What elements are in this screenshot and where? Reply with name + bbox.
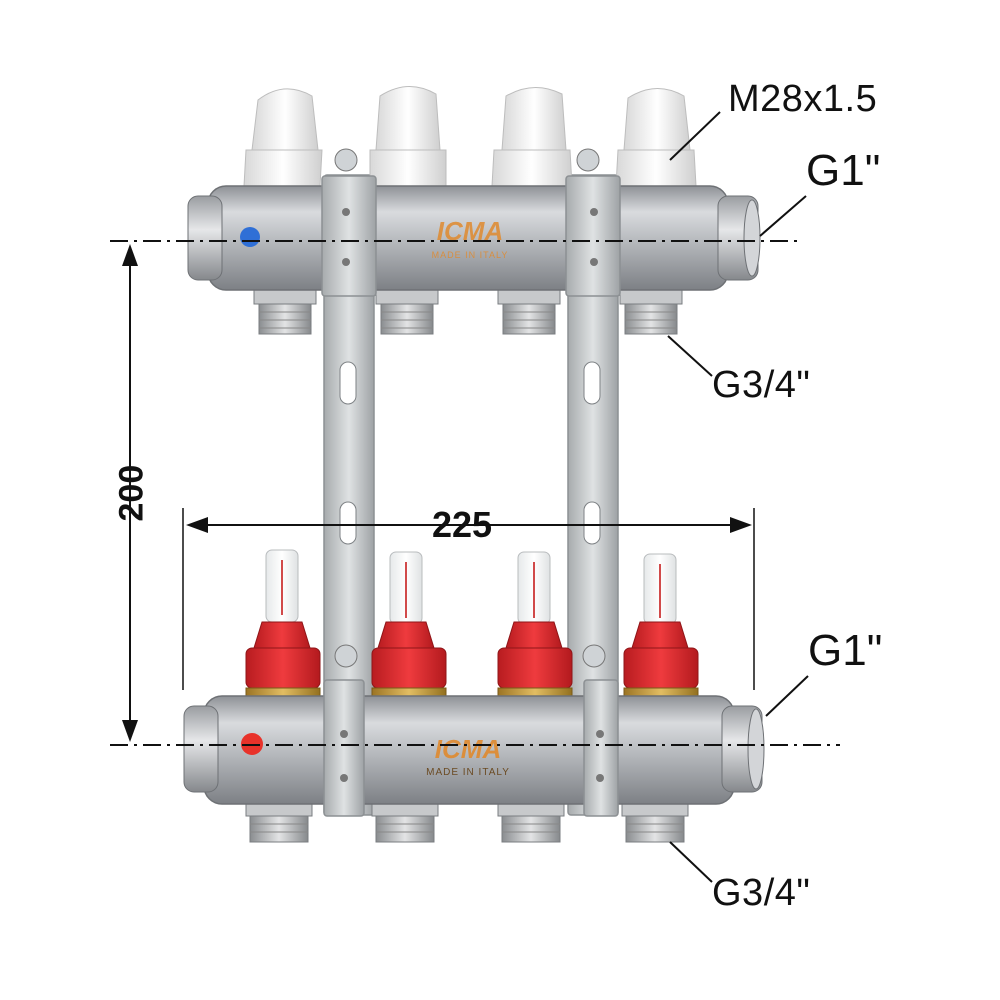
screw-icon <box>334 148 600 172</box>
bottom-manifold: ICMA MADE IN ITALY <box>183 549 765 843</box>
width-dimension-label: 225 <box>432 504 493 545</box>
svg-text:ICMA: ICMA <box>435 734 501 764</box>
svg-text:MADE IN ITALY: MADE IN ITALY <box>426 767 510 778</box>
bracket-right <box>567 174 619 816</box>
top-inlet-label: G1" <box>806 146 881 195</box>
bracket-clamp-bottom <box>323 644 619 817</box>
blue-dot <box>240 227 260 247</box>
leader-bottom-outlet <box>669 841 713 883</box>
leader-top-inlet <box>759 195 807 237</box>
bottom-outlet-label: G3/4" <box>712 872 811 914</box>
cap-thread-label: M28x1.5 <box>728 78 878 120</box>
top-outlet-4 <box>619 287 683 335</box>
screw-icon <box>334 644 606 668</box>
height-dimension-label: 200 <box>112 464 151 522</box>
valve-cap-icon <box>369 86 447 187</box>
top-outlet-1 <box>253 287 317 335</box>
valve-cap-icon <box>491 87 573 187</box>
flowmeter-icon <box>371 551 447 699</box>
valve-cap-icon <box>615 88 697 187</box>
bottom-outlet-3 <box>497 799 565 843</box>
top-manifold: ICMA MADE IN ITALY <box>187 86 761 335</box>
flowmeter-icon <box>623 553 699 699</box>
bottom-outlet-2 <box>371 799 439 843</box>
height-dimension <box>122 244 138 742</box>
svg-text:MADE IN ITALY: MADE IN ITALY <box>432 250 509 260</box>
flowmeter-icon <box>245 549 321 699</box>
width-dimension <box>182 508 755 690</box>
bracket-clamp-top <box>321 148 621 297</box>
bottom-inlet-label: G1" <box>808 626 883 675</box>
leader-top-outlet <box>667 335 713 377</box>
leader-cap-thread <box>669 111 721 161</box>
top-outlet-3 <box>497 287 561 335</box>
logo: ICMA MADE IN ITALY <box>426 734 510 778</box>
bottom-outlet-1 <box>245 799 313 843</box>
bottom-outlet-4 <box>621 799 689 843</box>
valve-cap-icon <box>243 88 323 187</box>
top-outlet-label: G3/4" <box>712 364 811 406</box>
leader-bottom-inlet <box>765 675 809 717</box>
logo: ICMA MADE IN ITALY <box>432 216 509 260</box>
flowmeter-icon <box>497 551 573 699</box>
top-outlet-2 <box>375 287 439 335</box>
